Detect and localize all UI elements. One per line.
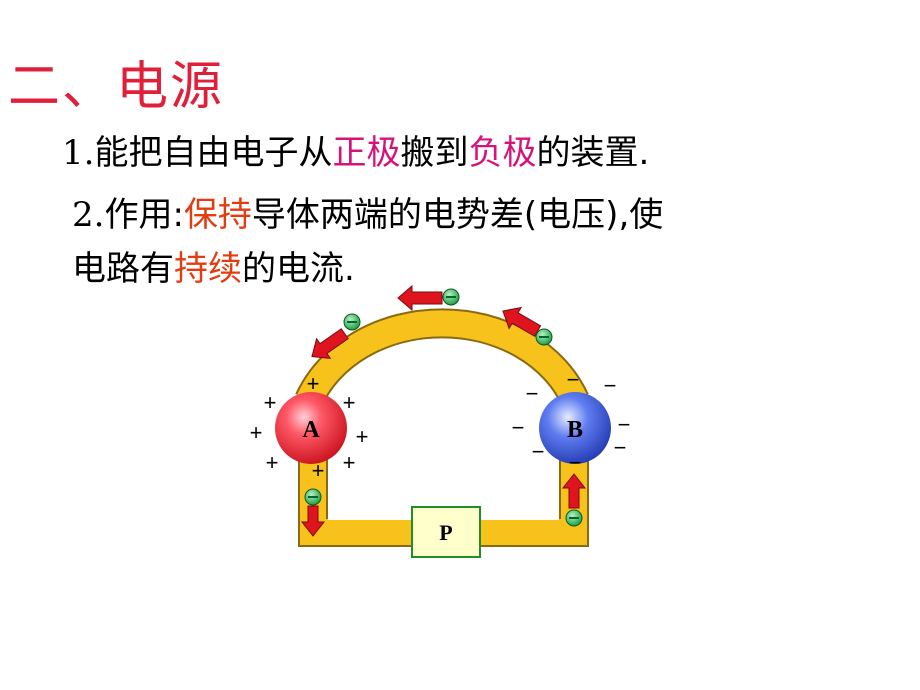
sphere-a-label: A xyxy=(302,417,320,443)
function-text-middle: 导体两端的电势差(电压),使 xyxy=(251,195,664,235)
minus-sign: − xyxy=(618,412,631,437)
electron-icon xyxy=(535,328,553,346)
plus-sign: + xyxy=(264,390,277,415)
positive-pole-term: 正极 xyxy=(332,133,401,173)
plus-sign: + xyxy=(356,424,369,449)
definition-text-end: 的装置. xyxy=(536,133,650,173)
definition-text-middle: 搬到 xyxy=(400,133,469,173)
sphere-b-label: B xyxy=(567,417,583,443)
arrow-icon xyxy=(300,505,326,537)
electron-icon xyxy=(343,313,361,331)
minus-sign: − xyxy=(512,415,525,440)
function-label: 作用: xyxy=(104,195,184,235)
plus-sign: + xyxy=(312,458,325,483)
plus-sign: + xyxy=(343,450,356,475)
minus-sign: − xyxy=(569,450,582,475)
continuous-term: 持续 xyxy=(174,249,242,289)
arrow-icon xyxy=(561,473,587,509)
minus-sign: − xyxy=(614,435,627,460)
box-p-label: P xyxy=(439,520,452,545)
page-title: 二、电源 xyxy=(8,57,225,117)
definition-line: 1.能把自由电子从正极搬到负极的装置. xyxy=(62,130,649,176)
conductor-arc-fill xyxy=(297,310,587,406)
minus-sign: − xyxy=(567,367,580,392)
function-line-2: 电路有持续的电流. xyxy=(72,246,355,292)
arrow-icon xyxy=(502,306,542,337)
definition-text-start: 能把自由电子从 xyxy=(94,133,333,173)
sphere-b xyxy=(539,392,611,464)
function-text-line2-start: 电路有 xyxy=(72,249,174,289)
item-number-1: 1. xyxy=(62,133,95,173)
keep-term: 保持 xyxy=(183,195,252,235)
plus-sign: + xyxy=(266,450,279,475)
plus-sign: + xyxy=(307,371,320,396)
function-text-line2-end: 的电流. xyxy=(242,249,355,289)
minus-sign: − xyxy=(532,439,545,464)
minus-sign: − xyxy=(604,373,617,398)
plus-sign: + xyxy=(343,390,356,415)
electron-icon xyxy=(565,509,583,527)
electron-icon xyxy=(442,288,460,306)
function-line-1: 2.作用:保持导体两端的电势差(电压),使 xyxy=(72,192,663,238)
plus-sign: + xyxy=(250,420,263,445)
box-p xyxy=(411,506,481,558)
negative-pole-term: 负极 xyxy=(468,133,537,173)
electron-icon xyxy=(304,488,322,506)
arrow-icon xyxy=(397,284,443,312)
arrow-icon xyxy=(311,328,349,360)
item-number-2: 2. xyxy=(72,195,105,235)
minus-sign: − xyxy=(526,381,539,406)
sphere-a xyxy=(275,392,347,464)
